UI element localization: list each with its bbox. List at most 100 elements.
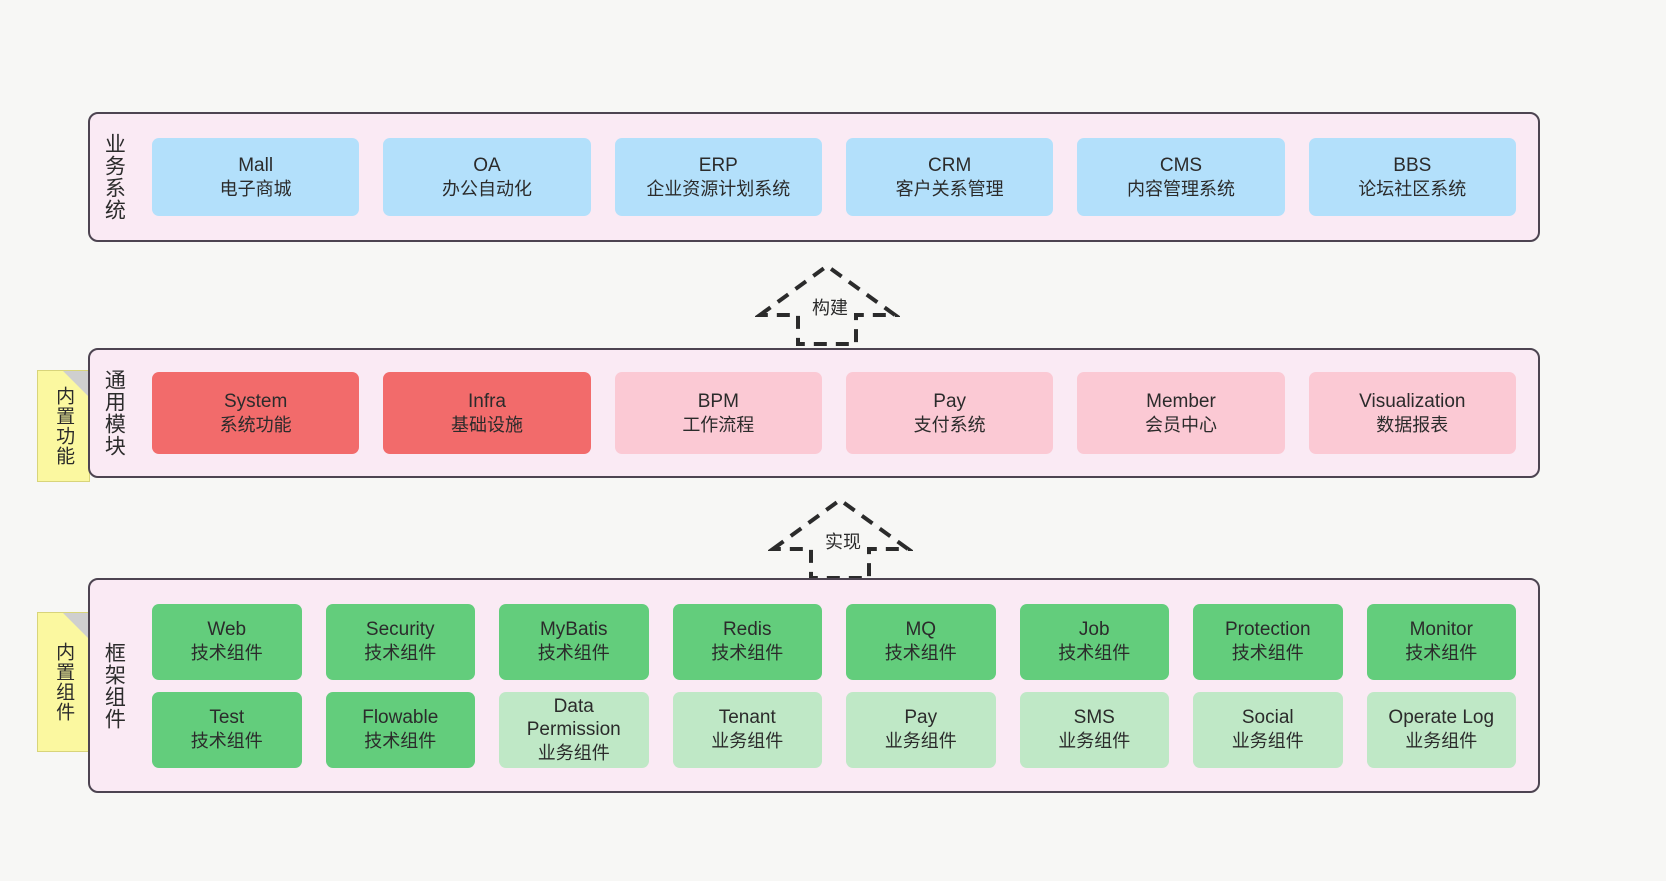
note-fold-icon: [63, 371, 89, 397]
card-bpm-name: BPM: [697, 390, 739, 412]
layer-framework-components: 框架组件 Web 技术组件 Security 技术组件 MyBatis 技术组件…: [88, 578, 1540, 793]
card-redis[interactable]: Redis 技术组件: [672, 603, 822, 680]
card-tenant[interactable]: Tenant 业务组件: [672, 691, 822, 768]
card-bbs[interactable]: BBS 论坛社区系统: [1308, 138, 1516, 216]
card-tenant-name: Tenant: [718, 707, 776, 729]
framework-row-biz: Test 技术组件 Flowable 技术组件 Data Permission …: [140, 691, 1528, 768]
card-flowable[interactable]: Flowable 技术组件: [325, 691, 475, 768]
layer-common-modules: 通用模块 System 系统功能 Infra 基础设施 BPM 工作流程 Pay…: [88, 348, 1540, 478]
card-sms-desc: 业务组件: [1058, 731, 1131, 752]
layer-modules-body: System 系统功能 Infra 基础设施 BPM 工作流程 Pay 支付系统…: [136, 350, 1538, 476]
card-redis-desc: 技术组件: [711, 643, 784, 664]
card-bpm[interactable]: BPM 工作流程: [614, 372, 822, 454]
card-member-name: Member: [1146, 390, 1216, 412]
card-flowable-name: Flowable: [362, 707, 439, 729]
card-mybatis-name: MyBatis: [539, 619, 608, 641]
card-social-desc: 业务组件: [1231, 731, 1304, 752]
card-security-desc: 技术组件: [364, 643, 437, 664]
card-test-name: Test: [209, 707, 245, 729]
card-pay-module[interactable]: Pay 支付系统: [845, 372, 1054, 454]
card-redis-name: Redis: [722, 619, 772, 641]
card-web-desc: 技术组件: [190, 643, 263, 664]
layer-business-systems: 业务系统 Mall 电子商城 OA 办公自动化 ERP 企业资源计划系统 CRM…: [88, 112, 1540, 242]
card-data-permission[interactable]: Data Permission 业务组件: [499, 691, 649, 768]
card-system-desc: 系统功能: [219, 414, 292, 435]
card-mall-desc: 电子商城: [219, 178, 292, 199]
card-infra-name: Infra: [467, 390, 506, 412]
card-pay-component-name: Pay: [904, 707, 938, 729]
card-protection[interactable]: Protection 技术组件: [1193, 603, 1343, 680]
card-web-name: Web: [207, 619, 247, 641]
dashed-hollow-arrow-up-icon: [755, 263, 900, 346]
layer-modules-title: 通用模块: [102, 369, 126, 457]
card-monitor[interactable]: Monitor 技术组件: [1366, 603, 1516, 680]
card-social-name: Social: [1241, 707, 1294, 729]
card-erp[interactable]: ERP 企业资源计划系统: [614, 138, 822, 216]
card-operate-log[interactable]: Operate Log 业务组件: [1366, 691, 1516, 768]
card-cms-name: CMS: [1159, 154, 1203, 176]
connector-implement-label: 实现: [823, 528, 863, 554]
card-oa[interactable]: OA 办公自动化: [383, 138, 591, 216]
card-security[interactable]: Security 技术组件: [325, 603, 475, 680]
layer-business-title: 业务系统: [102, 133, 126, 221]
card-pay-component[interactable]: Pay 业务组件: [846, 691, 996, 768]
card-job-desc: 技术组件: [1058, 643, 1131, 664]
card-test[interactable]: Test 技术组件: [152, 691, 302, 768]
card-job[interactable]: Job 技术组件: [1019, 603, 1169, 680]
card-mybatis[interactable]: MyBatis 技术组件: [499, 603, 649, 680]
card-oa-desc: 办公自动化: [441, 178, 532, 199]
card-visualization-desc: 数据报表: [1376, 414, 1449, 435]
card-sms[interactable]: SMS 业务组件: [1019, 691, 1169, 768]
note-builtin-features-label: 内置功能: [53, 386, 75, 466]
card-infra-desc: 基础设施: [450, 414, 523, 435]
note-builtin-components-label: 内置组件: [53, 642, 75, 722]
card-pay-module-desc: 支付系统: [913, 414, 986, 435]
card-security-name: Security: [365, 619, 435, 641]
card-erp-desc: 企业资源计划系统: [646, 178, 791, 199]
card-monitor-desc: 技术组件: [1405, 643, 1478, 664]
card-data-permission-name: Data Permission: [526, 695, 621, 741]
card-operate-log-desc: 业务组件: [1405, 731, 1478, 752]
card-visualization-name: Visualization: [1359, 390, 1466, 412]
card-visualization[interactable]: Visualization 数据报表: [1308, 372, 1516, 454]
card-web[interactable]: Web 技术组件: [152, 603, 302, 680]
card-crm[interactable]: CRM 客户关系管理: [845, 138, 1054, 216]
card-pay-module-name: Pay: [933, 390, 967, 412]
card-member[interactable]: Member 会员中心: [1077, 372, 1285, 454]
card-mq-name: MQ: [905, 619, 937, 641]
card-system-name: System: [223, 390, 288, 412]
note-fold-icon: [63, 613, 89, 639]
card-erp-name: ERP: [698, 154, 738, 176]
layer-framework-title: 框架组件: [102, 641, 126, 730]
card-mybatis-desc: 技术组件: [537, 643, 610, 664]
card-social[interactable]: Social 业务组件: [1193, 691, 1343, 768]
card-system[interactable]: System 系统功能: [152, 372, 360, 454]
card-test-desc: 技术组件: [190, 731, 263, 752]
card-crm-name: CRM: [928, 154, 972, 176]
framework-row-tech: Web 技术组件 Security 技术组件 MyBatis 技术组件 Redi…: [140, 603, 1528, 680]
card-mall-name: Mall: [238, 154, 274, 176]
card-mq[interactable]: MQ 技术组件: [846, 603, 996, 680]
card-infra[interactable]: Infra 基础设施: [383, 372, 591, 454]
card-protection-name: Protection: [1224, 619, 1311, 641]
dashed-hollow-arrow-up-icon: [768, 497, 913, 580]
card-job-name: Job: [1078, 619, 1110, 641]
card-crm-desc: 客户关系管理: [895, 178, 1004, 199]
connector-build-label: 构建: [810, 294, 850, 320]
connector-implement: 实现: [768, 492, 913, 582]
card-monitor-name: Monitor: [1409, 619, 1473, 641]
layer-framework-body: Web 技术组件 Security 技术组件 MyBatis 技术组件 Redi…: [136, 580, 1538, 791]
card-pay-component-desc: 业务组件: [884, 731, 957, 752]
card-cms-desc: 内容管理系统: [1126, 178, 1235, 199]
layer-business-body: Mall 电子商城 OA 办公自动化 ERP 企业资源计划系统 CRM 客户关系…: [136, 114, 1538, 240]
card-cms[interactable]: CMS 内容管理系统: [1077, 138, 1285, 216]
card-mall[interactable]: Mall 电子商城: [152, 138, 360, 216]
note-builtin-features: 内置功能: [37, 370, 90, 482]
card-mq-desc: 技术组件: [884, 643, 957, 664]
card-tenant-desc: 业务组件: [711, 731, 784, 752]
card-data-permission-desc: 业务组件: [537, 743, 610, 763]
card-protection-desc: 技术组件: [1231, 643, 1304, 664]
note-builtin-components: 内置组件: [37, 612, 90, 752]
card-bpm-desc: 工作流程: [682, 414, 755, 435]
